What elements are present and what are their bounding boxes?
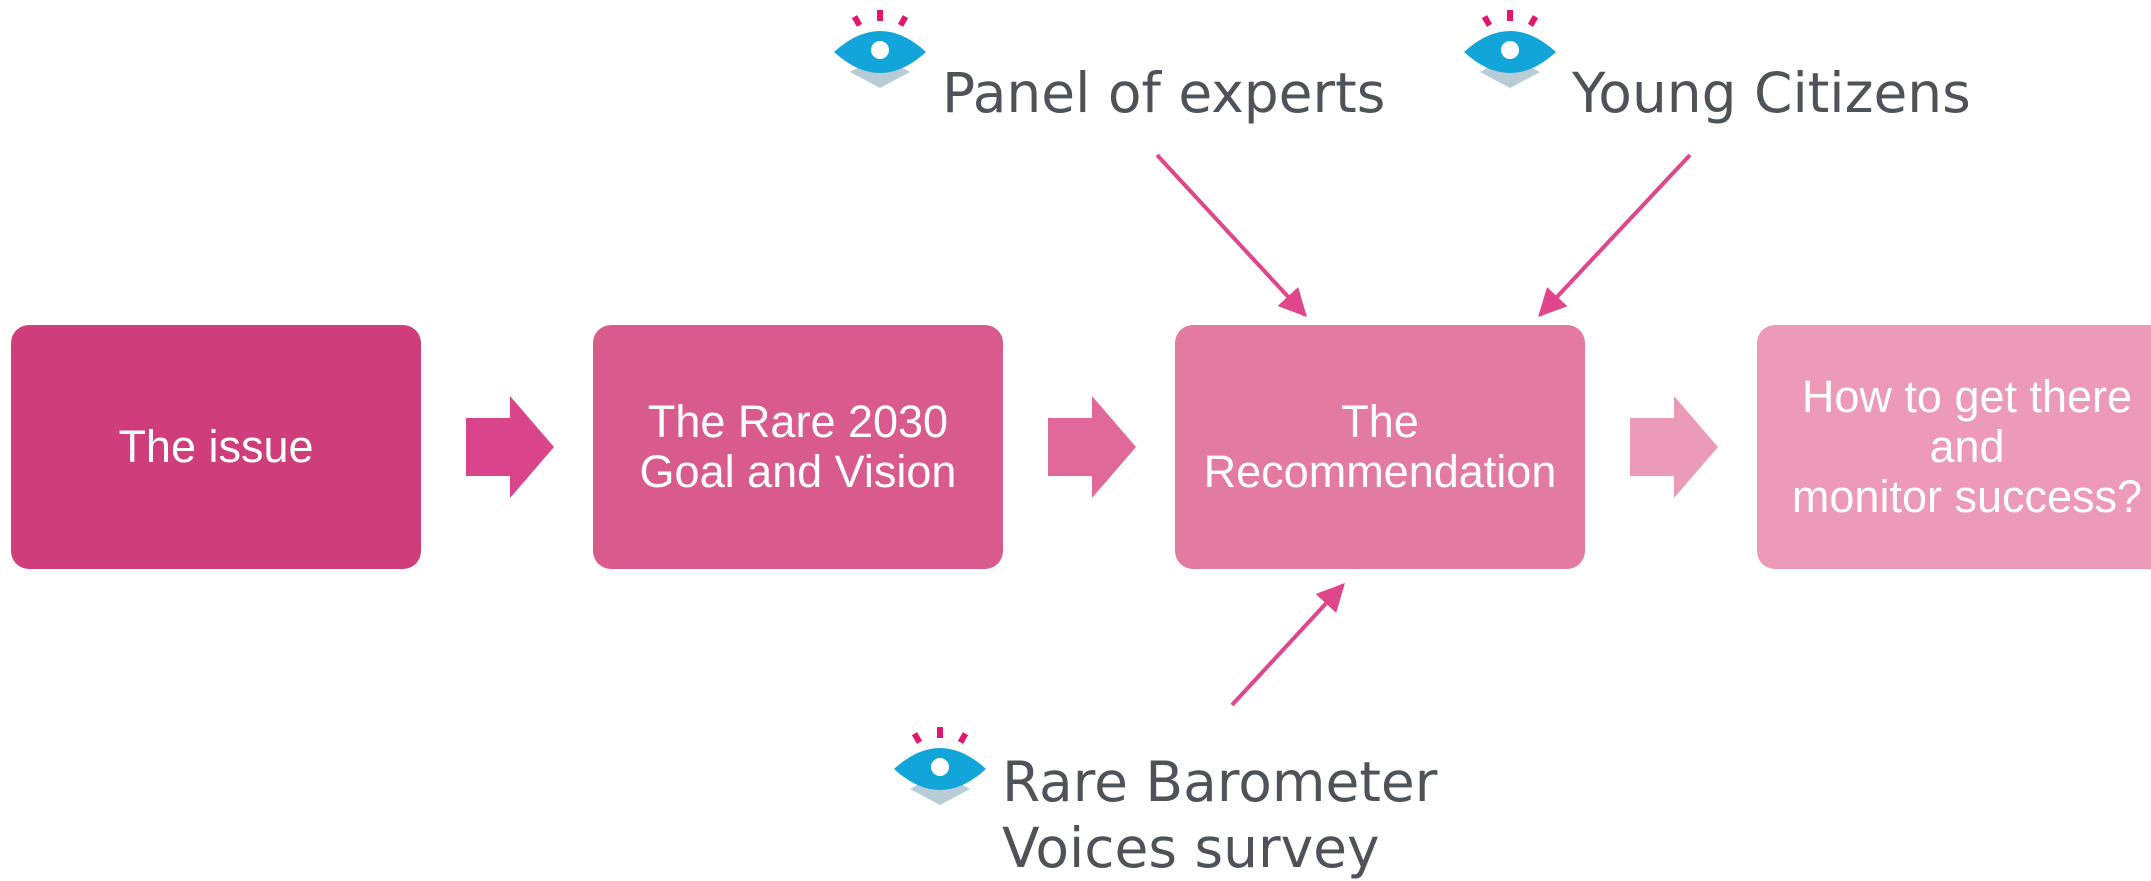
source-young-citizens: Young Citizens <box>1460 8 1971 126</box>
connector-experts-to-recommendation <box>1155 153 1307 318</box>
connector-barometer-to-recommendation <box>1230 582 1345 707</box>
step-box-how-to-get-there: How to get there and monitor success? <box>1757 325 2151 569</box>
step-box-recommendation: The Recommendation <box>1175 325 1585 569</box>
flow-arrow-icon <box>466 396 554 498</box>
step-label-how-to-get-there: How to get there and monitor success? <box>1791 371 2143 522</box>
flow-arrow-icon <box>1048 396 1136 498</box>
source-label-panel-of-experts: Panel of experts <box>942 61 1386 125</box>
eye-icon <box>1464 10 1556 88</box>
step-box-goal-vision: The Rare 2030 Goal and Vision <box>593 325 1003 569</box>
eye-icon <box>834 10 926 88</box>
source-label-young-citizens: Young Citizens <box>1572 61 1971 125</box>
source-label-rare-barometer: Rare Barometer Voices survey <box>1002 750 1438 880</box>
step-box-issue: The issue <box>11 325 421 569</box>
source-panel-of-experts: Panel of experts <box>830 8 1385 126</box>
connector-young-to-recommendation <box>1538 153 1692 318</box>
flow-arrow-icon <box>1630 396 1718 498</box>
source-rare-barometer: Rare Barometer Voices survey <box>890 725 1437 881</box>
eye-icon <box>894 727 986 805</box>
step-label-issue: The issue <box>118 421 314 472</box>
step-label-recommendation: The Recommendation <box>1203 396 1557 497</box>
step-label-goal-vision: The Rare 2030 Goal and Vision <box>639 396 957 497</box>
